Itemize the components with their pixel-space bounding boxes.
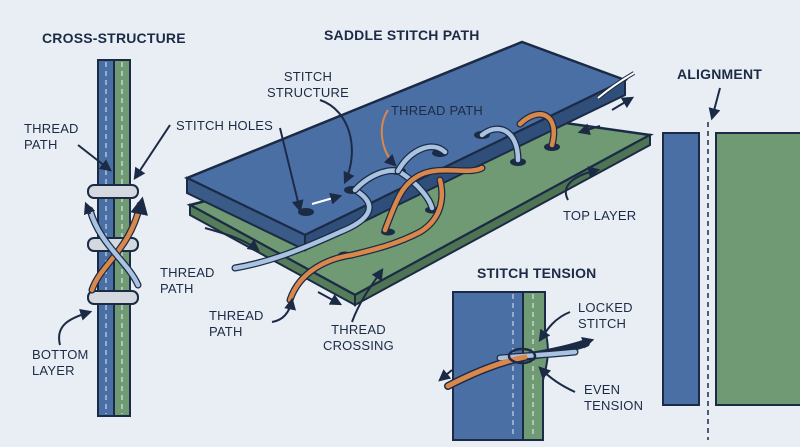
saddle-blue-thread	[231, 125, 522, 272]
alignment-blue-block	[662, 132, 700, 406]
saddle-stitch-panel	[183, 40, 654, 323]
stitch-holes-left-pointer	[133, 124, 171, 181]
tension-green-block	[522, 291, 549, 441]
bottom-layer-line2: LAYER	[32, 363, 75, 378]
locked-stitch-line1: LOCKED	[578, 300, 633, 315]
thread-path-left-line1: THREAD	[24, 121, 79, 136]
locked-knot	[507, 347, 537, 365]
alignment-panel	[662, 87, 800, 440]
bottom-layer-line1: BOTTOM	[32, 347, 89, 362]
cross-thread-blue	[87, 207, 141, 288]
alignment-title: ALIGNMENT	[677, 66, 763, 82]
thread-path-low-line2: PATH	[209, 324, 243, 339]
cross-structure-panel	[58, 59, 171, 417]
stitch-structure-label: STITCH STRUCTURE	[267, 69, 349, 101]
even-tension-label: EVEN TENSION	[584, 382, 643, 414]
tension-orange-thread	[445, 354, 528, 389]
even-tension-line1: EVEN	[584, 382, 621, 397]
thread-path-mid-label: THREAD PATH	[160, 265, 215, 297]
thread-path-mid-pointer	[204, 227, 260, 252]
cross-structure-title: CROSS-STRUCTURE	[42, 30, 186, 46]
stitch-holes-label: STITCH HOLES	[176, 118, 274, 133]
thread-path-mid-line1: THREAD	[160, 265, 215, 280]
locked-stitch-line2: STITCH	[578, 316, 627, 331]
locked-stitch-label: LOCKED STITCH	[578, 300, 633, 332]
alignment-pointer	[708, 87, 721, 121]
stitch-tension-title: STITCH TENSION	[477, 265, 597, 281]
thread-crossing-line2: CROSSING	[323, 338, 394, 353]
stitch-holes-pointer	[279, 127, 304, 213]
stitch-structure-pointer	[319, 99, 355, 185]
thread-path-top-label: THREAD PATH	[391, 103, 484, 118]
thread-path-left-label: THREAD PATH	[24, 121, 79, 153]
thread-crossing-line1: THREAD	[331, 322, 386, 337]
thread-path-top-pointer	[380, 109, 397, 167]
even-tension-line2: TENSION	[584, 398, 644, 413]
thread-path-left-pointer	[77, 144, 112, 172]
even-tension-pointer	[538, 366, 576, 393]
thread-crossing-label: THREAD CROSSING	[323, 322, 394, 354]
thread-path-low-pointer	[271, 297, 296, 323]
thread-crossing-pointer	[351, 268, 384, 323]
thread-path-low-label: THREAD PATH	[209, 308, 264, 340]
locked-stitch-pointer	[538, 311, 571, 342]
saddle-stitch-path-title: SADDLE STITCH PATH	[324, 27, 480, 43]
top-layer-label: TOP LAYER	[563, 208, 637, 223]
top-layer-pointer	[565, 166, 601, 201]
cross-band-top	[87, 184, 139, 199]
stitch-tension-panel	[438, 291, 595, 441]
bottom-layer-label: BOTTOM LAYER	[32, 347, 89, 379]
alignment-green-block	[715, 132, 800, 406]
saddle-orange-thread	[286, 110, 558, 304]
stitch-structure-line2: STRUCTURE	[267, 85, 349, 100]
cross-band-bottom	[87, 290, 139, 305]
stitch-structure-line1: STITCH	[283, 69, 333, 84]
bottom-layer-pointer	[58, 309, 93, 346]
thread-path-left-line2: PATH	[24, 137, 58, 152]
thread-path-mid-line2: PATH	[160, 281, 194, 296]
thread-path-low-line1: THREAD	[209, 308, 264, 323]
